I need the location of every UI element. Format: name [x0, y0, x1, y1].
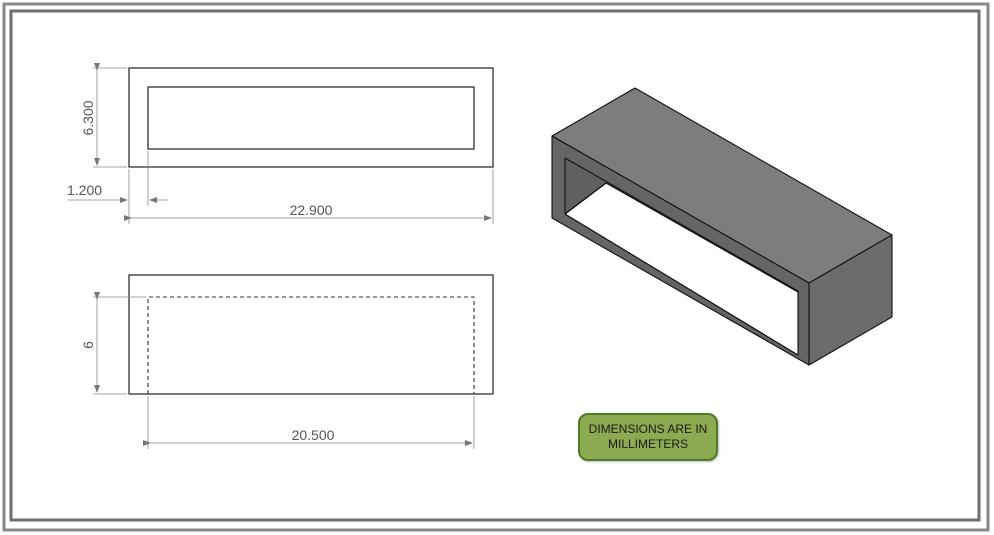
units-note-line-2: MILLIMETERS: [607, 437, 688, 451]
isometric-view: [551, 87, 893, 366]
front-view-inner-profile: [147, 86, 475, 150]
units-note-line-1: DIMENSIONS ARE IN: [588, 422, 708, 436]
front-view: 6.300 1.200 22.900: [67, 63, 494, 224]
dimension-height-inner-label: 6: [80, 341, 96, 349]
side-view: 6 20.500: [80, 274, 494, 449]
side-view-hidden-lines: [147, 296, 475, 394]
solid-opening-edge: [564, 182, 607, 215]
units-note: DIMENSIONS ARE IN MILLIMETERS: [578, 413, 718, 461]
dimension-height-top-label: 6.300: [80, 100, 96, 135]
dimension-wall-thickness-label: 1.200: [67, 182, 102, 198]
dimension-length-outer: [124, 169, 494, 224]
dimension-length-inner-label: 20.500: [292, 427, 335, 443]
dimension-length-inner: [143, 396, 475, 449]
dimension-height-inner: [93, 292, 146, 395]
dimension-height-top: [93, 63, 127, 168]
dimension-length-outer-label: 22.900: [290, 202, 333, 218]
side-view-outer-profile: [128, 274, 494, 395]
front-view-outer-profile: [128, 67, 494, 168]
dimension-wall-thickness: [68, 151, 168, 224]
sheet-border-inner: [9, 9, 981, 522]
